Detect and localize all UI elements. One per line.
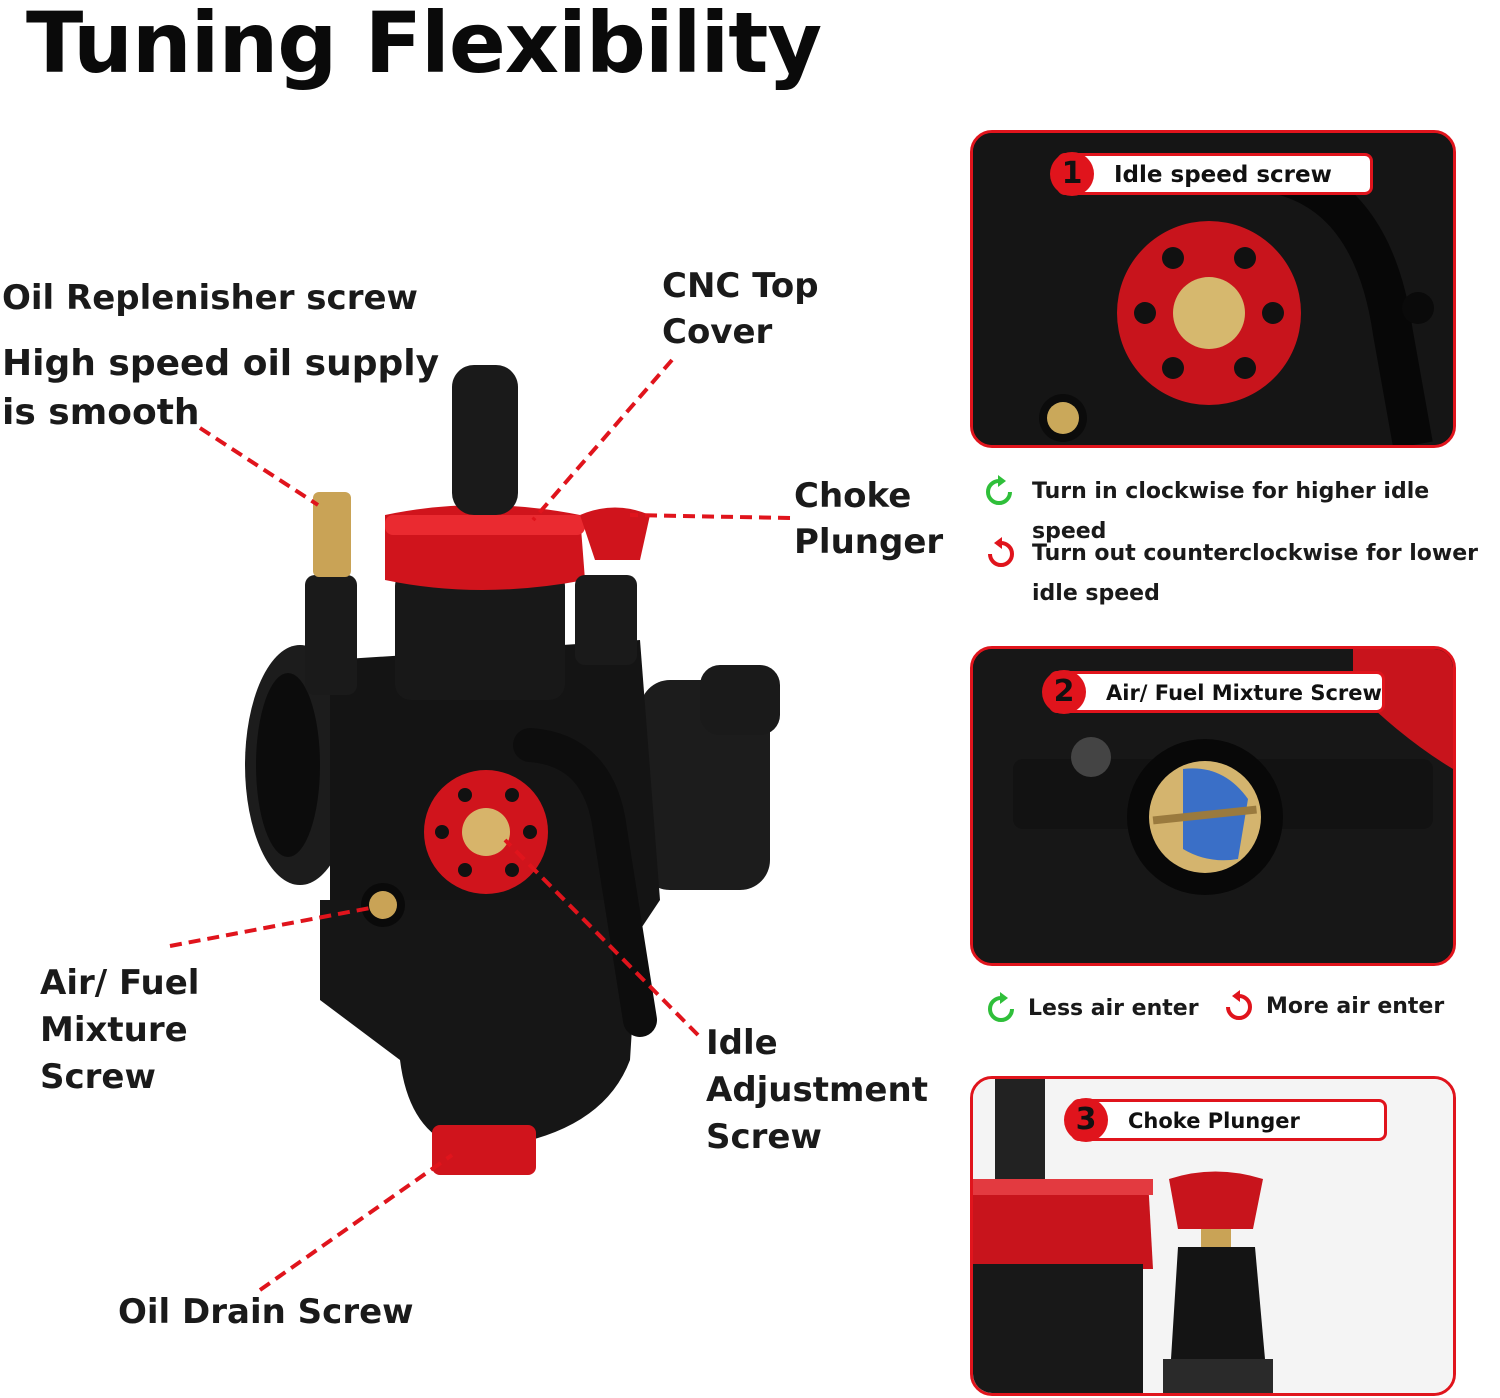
panel-choke: 3 Choke Plunger xyxy=(970,1076,1456,1396)
panel-2-title: 2 Air/ Fuel Mixture Screw xyxy=(1042,670,1385,714)
clockwise-arrow-icon xyxy=(986,475,1012,505)
label-oil-replenisher: Oil Replenisher screw xyxy=(2,278,418,318)
panel-idle-speed: 1 Idle speed screw xyxy=(970,130,1456,448)
panel-air-fuel: 2 Air/ Fuel Mixture Screw xyxy=(970,646,1456,966)
label-cnc-top-cover: CNC Top Cover xyxy=(662,266,819,352)
label-idle-adjustment: Idle Adjustment Screw xyxy=(706,1023,928,1157)
label-high-speed-oil: High speed oil supply is smooth xyxy=(2,343,440,433)
counterclockwise-arrow-icon xyxy=(988,537,1014,567)
panel-1-title: 1 Idle speed screw xyxy=(1050,152,1373,196)
panel-1-number: 1 xyxy=(1050,152,1094,196)
panel-3-number: 3 xyxy=(1064,1098,1108,1142)
label-air-fuel-mixture: Air/ Fuel Mixture Screw xyxy=(40,963,200,1097)
more-air-counterclockwise-icon xyxy=(1226,990,1252,1020)
note-more-air: More air enter xyxy=(1266,994,1445,1019)
less-air-clockwise-icon xyxy=(988,992,1014,1022)
panel-3-title: 3 Choke Plunger xyxy=(1064,1098,1387,1142)
panel-2-number: 2 xyxy=(1042,670,1086,714)
note-clockwise: Turn in clockwise for higher idle speed xyxy=(1032,479,1430,544)
note-less-air: Less air enter xyxy=(1028,996,1199,1021)
note-counterclockwise: Turn out counterclockwise for lower idle… xyxy=(1032,541,1478,606)
carburetor-illustration xyxy=(169,358,791,1292)
page-title: Tuning Flexibility xyxy=(26,0,822,92)
label-choke-plunger: Choke Plunger xyxy=(794,476,944,562)
label-oil-drain: Oil Drain Screw xyxy=(118,1292,414,1332)
